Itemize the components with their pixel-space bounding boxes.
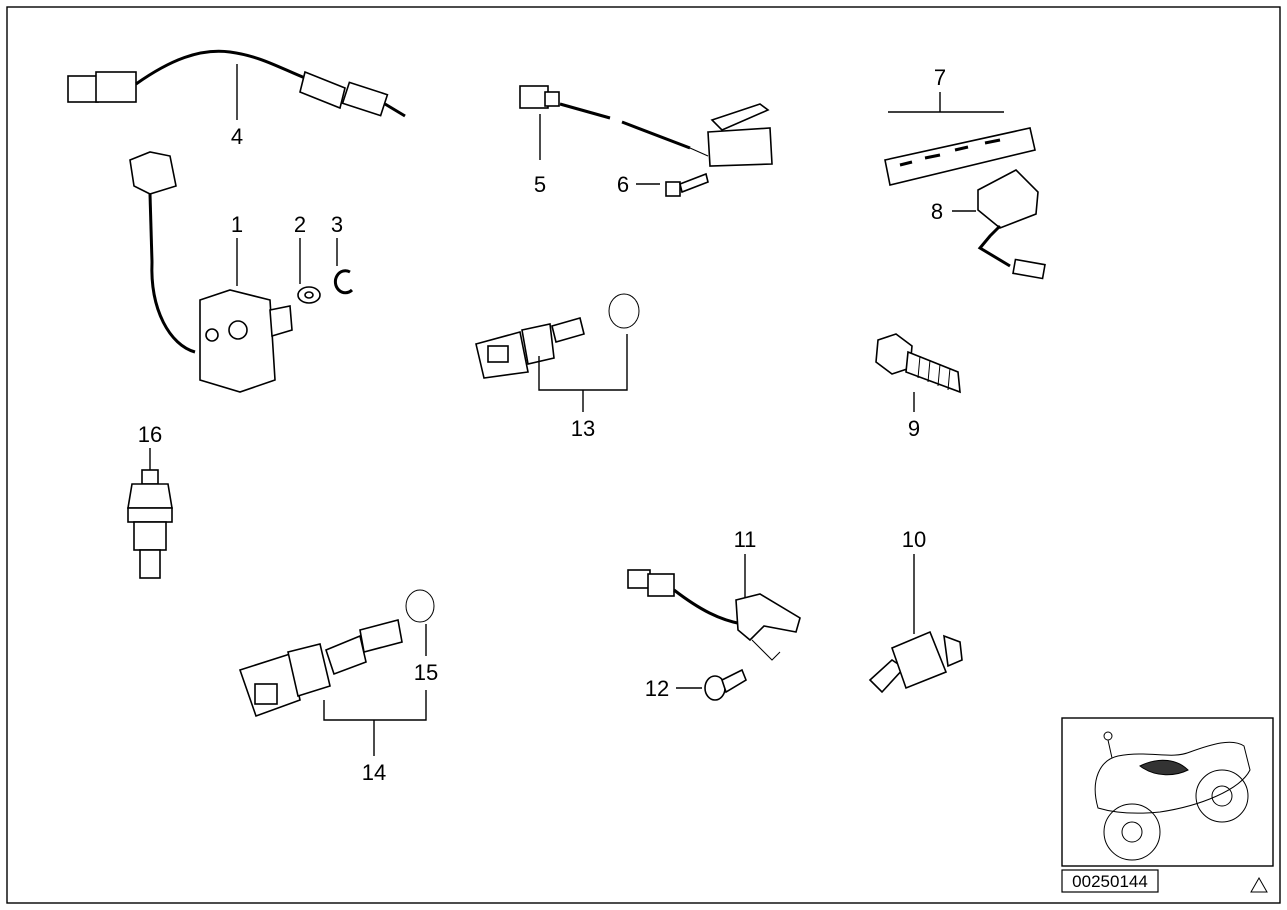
drawing-code: 00250144 [1072,872,1148,891]
bracket-14 [323,690,427,721]
part-micro-switch-body[interactable] [707,103,773,167]
part-6-screw[interactable] [665,172,709,197]
label-9: 9 [908,416,920,441]
part-9-bolt[interactable] [875,333,961,394]
part-16-temperature-sensor[interactable] [127,469,173,579]
part-11-sensor-cable[interactable] [627,569,801,661]
label-13: 13 [571,416,595,441]
part-3-circlip[interactable] [333,269,354,295]
label-3: 3 [331,212,343,237]
label-11: 11 [734,527,757,552]
part-8-switch-lead[interactable] [977,169,1046,280]
part-15-o-ring[interactable] [405,589,435,623]
part-7-rubber-set[interactable] [884,127,1036,186]
part-13-o-ring[interactable] [608,293,640,329]
part-1-switch[interactable] [129,151,293,393]
label-12: 12 [645,676,669,701]
part-5-micro-switch-cable[interactable] [519,85,709,157]
part-4-cable-sensor[interactable] [67,49,406,118]
label-8: 8 [931,199,943,224]
label-16: 16 [138,422,162,447]
part-2-washer[interactable] [297,286,321,304]
part-10-pressure-switch[interactable] [868,630,963,694]
diagram-frame [6,6,1281,904]
label-14: 14 [362,760,386,785]
triangle-icon [1250,876,1268,893]
label-10: 10 [902,527,926,552]
label-7: 7 [934,65,946,90]
label-5: 5 [534,172,546,197]
part-14-sensor[interactable] [238,619,403,718]
label-6: 6 [617,172,629,197]
label-2: 2 [294,212,306,237]
label-4: 4 [231,124,243,149]
motorcycle-inset [1061,717,1274,867]
label-15: 15 [414,660,438,685]
drawing-code-box: 00250144 [1061,869,1159,893]
part-12-screw[interactable] [704,668,747,701]
label-1: 1 [231,212,243,237]
part-13-sensor[interactable] [475,317,585,379]
